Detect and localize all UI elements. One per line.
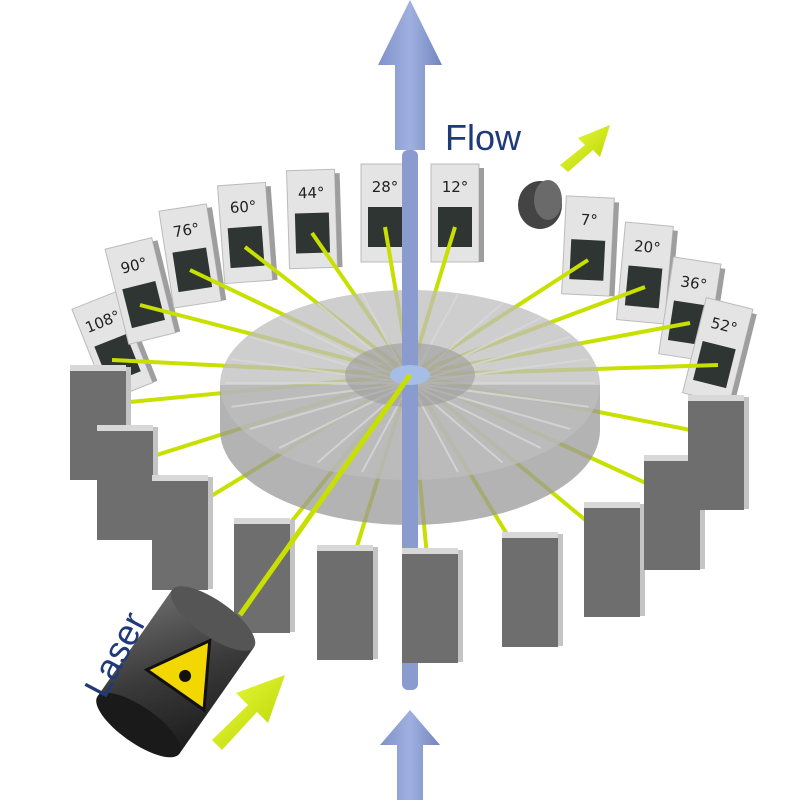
detector-panel: 60° xyxy=(217,181,278,285)
detector-panel-back xyxy=(317,545,378,660)
detector-panel: 76° xyxy=(158,203,227,309)
detector-angle-label: 36° xyxy=(679,272,708,294)
detector-panel: 20° xyxy=(615,221,678,325)
detector-angle-label: 44° xyxy=(298,184,325,203)
lower-detector-ring xyxy=(70,365,749,663)
detector-panel: 90° xyxy=(104,237,181,345)
laser-icon xyxy=(96,586,256,758)
flow-arrow-top xyxy=(378,0,442,150)
detector-angle-label: 52° xyxy=(709,314,739,338)
detector-panel: 28° xyxy=(360,163,414,263)
flow-arrow-bottom xyxy=(380,710,440,800)
detector-panel-back xyxy=(234,518,295,633)
detector-angle-label: 76° xyxy=(172,219,201,241)
detector-angle-label: 90° xyxy=(119,254,149,278)
detector-panel: 12° xyxy=(430,163,484,263)
detector-angle-label: 20° xyxy=(633,237,661,257)
laser-warning-icon xyxy=(143,638,212,713)
detector-angle-label: 12° xyxy=(442,178,469,196)
laser-beam xyxy=(237,373,413,617)
detector-angle-label: 7° xyxy=(580,211,598,230)
detector-angle-label: 60° xyxy=(229,197,257,217)
detector-panel-back xyxy=(152,475,213,590)
laser-direction-arrow-icon xyxy=(212,675,285,750)
detector-panel: 52° xyxy=(682,297,757,406)
beam-direction-arrow-icon xyxy=(560,125,610,172)
detector-panel-back xyxy=(584,502,645,617)
detector-panel: 44° xyxy=(286,168,343,270)
detector-panel-back xyxy=(688,395,749,510)
detector-panel-back xyxy=(97,425,158,540)
beam-stop-icon xyxy=(518,180,562,229)
detector-panel: 7° xyxy=(561,195,620,297)
flow-label: Flow xyxy=(445,117,522,158)
detector-panel-back xyxy=(502,532,563,647)
detector-angle-label: 28° xyxy=(372,178,399,196)
detector-panel-back xyxy=(402,548,463,663)
